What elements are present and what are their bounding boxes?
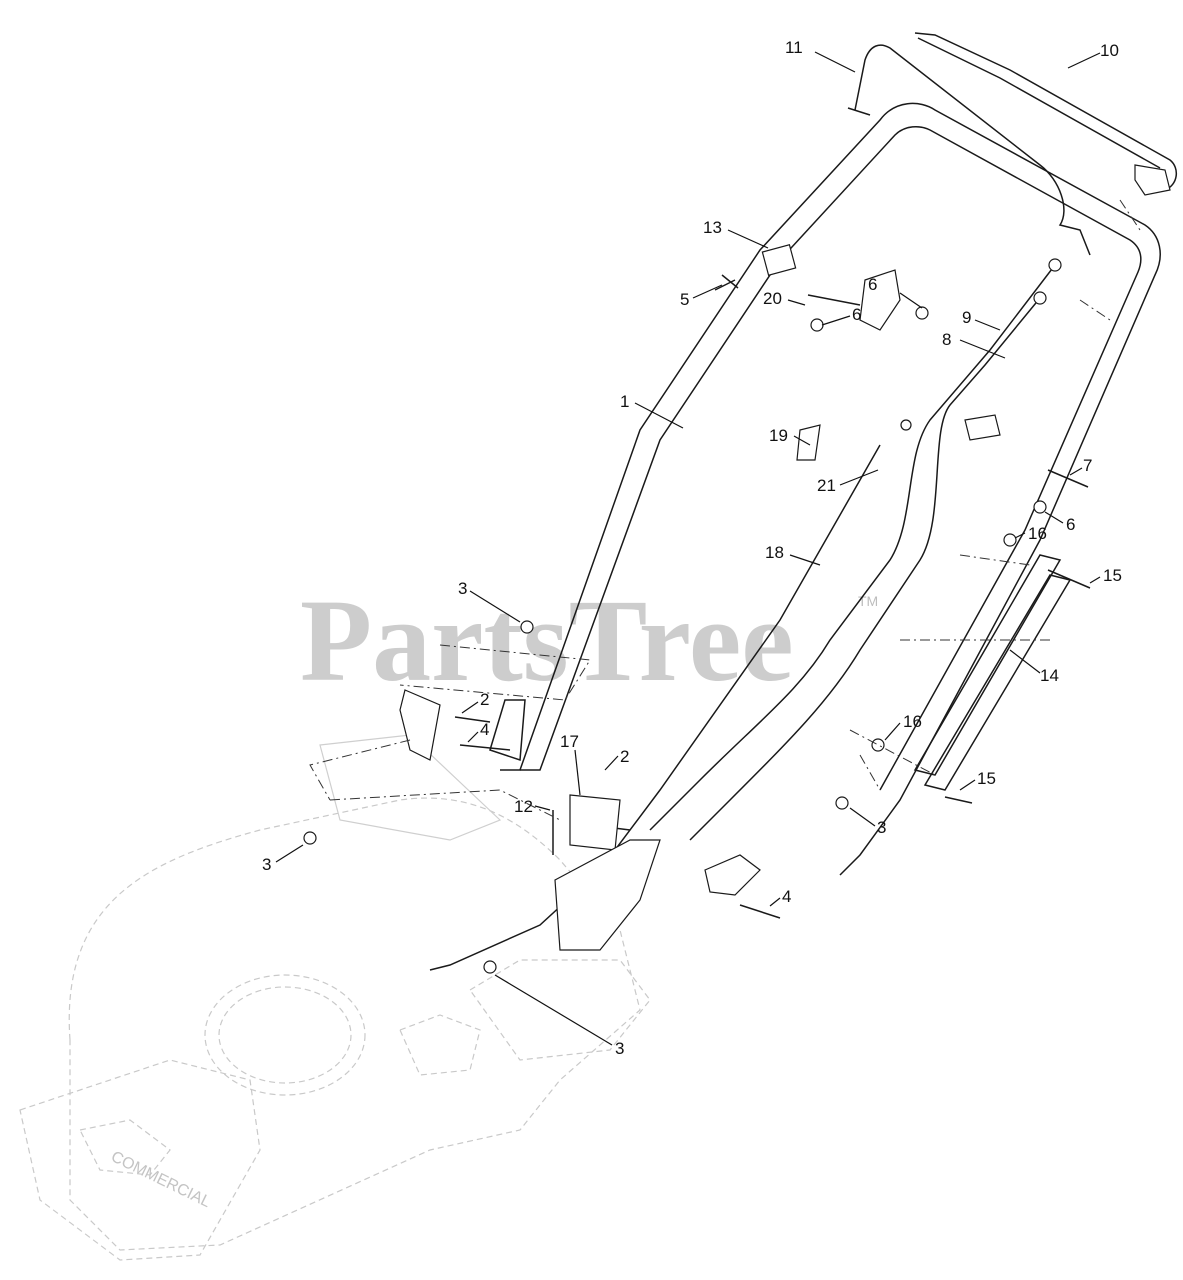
leader-lines [275, 51, 1101, 1046]
callout-15: 15 [977, 769, 996, 788]
callout-3: 3 [615, 1039, 624, 1058]
callout-8: 8 [942, 330, 951, 349]
main-handle [489, 102, 1161, 896]
callout-4: 4 [782, 887, 791, 906]
placement-lines [309, 199, 1141, 821]
control-bail [847, 32, 1177, 256]
callout-2: 2 [620, 747, 629, 766]
callout-18: 18 [765, 543, 784, 562]
hardware [303, 244, 1091, 974]
callout-6: 6 [1066, 515, 1075, 534]
callout-2: 2 [480, 690, 489, 709]
callout-4: 4 [480, 720, 489, 739]
callout-7: 7 [1083, 456, 1092, 475]
callout-13: 13 [703, 218, 722, 237]
callout-10: 10 [1100, 41, 1119, 60]
callout-6: 6 [852, 305, 861, 324]
watermark-tm: TM [858, 593, 878, 609]
mower-deck-ghost: COMMERCIAL [19, 734, 651, 1261]
callout-15: 15 [1103, 566, 1122, 585]
callout-21: 21 [817, 476, 836, 495]
callout-9: 9 [962, 308, 971, 327]
callout-1: 1 [620, 392, 629, 411]
watermark: PartsTree TM [300, 575, 878, 706]
callout-16: 16 [1028, 524, 1047, 543]
callout-labels: 11 10 13 5 6 9 8 1 20 6 19 7 21 6 16 18 … [262, 38, 1122, 1058]
callout-14: 14 [1040, 666, 1059, 685]
callout-3: 3 [877, 818, 886, 837]
callout-16: 16 [903, 712, 922, 731]
callout-12: 12 [514, 797, 533, 816]
deck-brand-text: COMMERCIAL [108, 1148, 213, 1211]
callout-6: 6 [868, 275, 877, 294]
callout-11: 11 [785, 38, 803, 57]
watermark-text: PartsTree [300, 575, 794, 706]
callout-3: 3 [458, 579, 467, 598]
callout-20: 20 [763, 289, 782, 308]
callout-17: 17 [560, 732, 579, 751]
callout-19: 19 [769, 426, 788, 445]
callout-5: 5 [680, 290, 689, 309]
callout-3: 3 [262, 855, 271, 874]
